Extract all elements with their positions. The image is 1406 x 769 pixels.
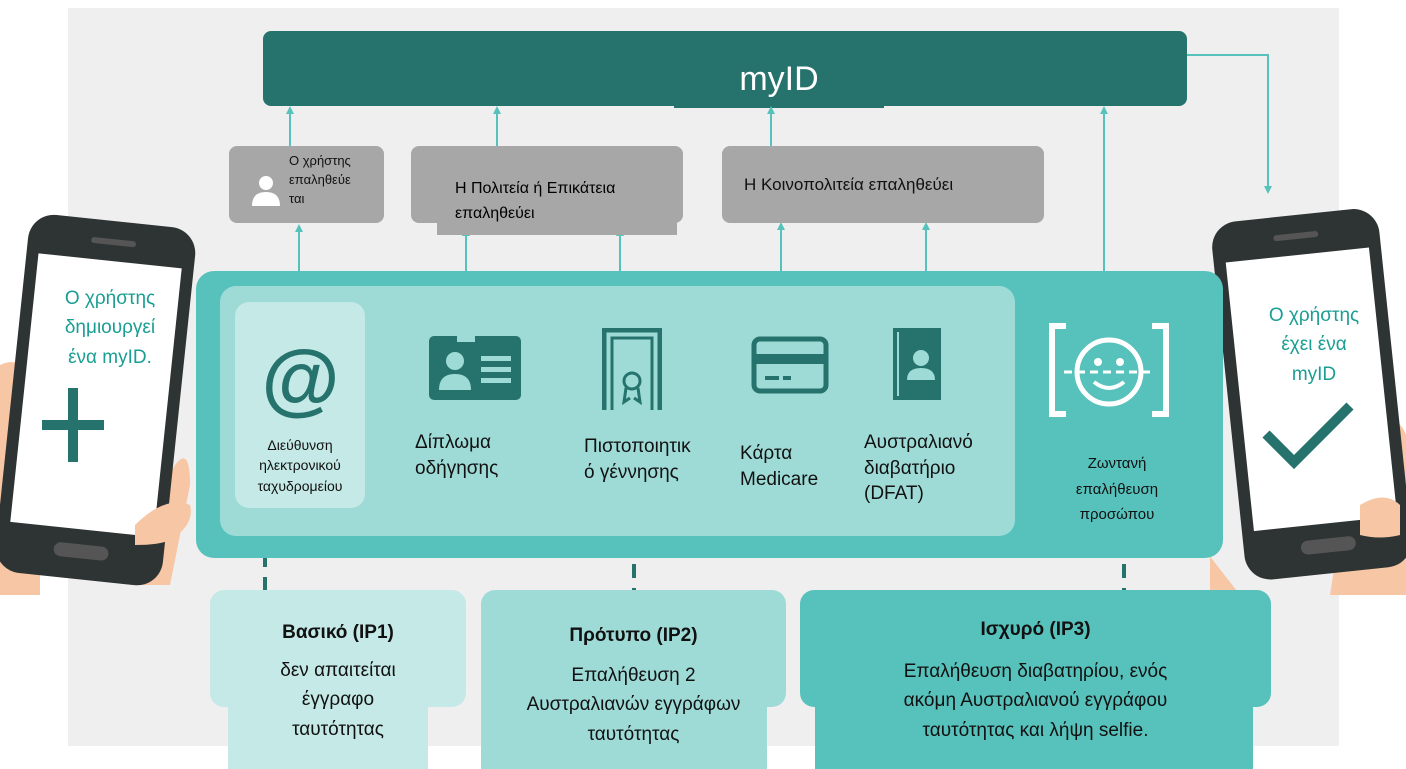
document-label-medicare: Κάρτα Medicare (740, 441, 818, 492)
level-line: ταυτότητας (587, 723, 680, 745)
level-ip3: Ισχυρό (IP3) Επαλήθευση διαβατηρίου, ενό… (800, 619, 1271, 745)
document-label-line: επαλήθευση (1075, 480, 1159, 498)
verifier-user: Ο χρήστης επαληθεύε ται (229, 146, 384, 223)
plus-icon (42, 388, 104, 462)
medicare-card-icon (751, 336, 829, 394)
verifier-state-line: επαληθεύει (455, 204, 535, 222)
verifier-user-line: Ο χρήστης (289, 153, 351, 168)
email-card (235, 302, 365, 508)
level-line: ακόμη Αυστραλιανού εγγράφου (903, 690, 1168, 712)
level-ip1-bottom (228, 690, 428, 769)
level-line: έγγραφο (301, 689, 375, 711)
user-icon (252, 176, 280, 206)
level-ip1-top (210, 590, 466, 707)
certificate-icon (602, 328, 662, 410)
right-phone (1210, 209, 1406, 595)
document-label-line: ό γέννησης (584, 461, 679, 483)
document-label-face: Ζωντανή επαλήθευση προσώπου (1062, 451, 1172, 528)
id-card-icon (429, 336, 521, 400)
level-title: Ισχυρό (IP3) (980, 619, 1091, 640)
document-label-email: Διεύθυνση ηλεκτρονικού ταχυδρομείου (236, 435, 364, 496)
verifier-state-text: Η Πολιτεία ή Επικάτεια επαληθεύει (437, 175, 677, 235)
document-label-line: Δίπλωμα (415, 432, 491, 453)
level-title: Πρότυπο (IP2) (569, 625, 698, 646)
document-label-line: Κάρτα (740, 443, 793, 464)
level-title: Βασικό (IP1) (282, 622, 394, 643)
level-description: Επαλήθευση διαβατηρίου, ενός ακόμη Αυστρ… (800, 657, 1271, 745)
level-ip1: Βασικό (IP1) δεν απαιτείται έγγραφο ταυτ… (210, 622, 466, 744)
level-ip2: Πρότυπο (IP2) Επαλήθευση 2 Αυστραλιανών … (481, 625, 786, 749)
document-label-line: ταχυδρομείου (257, 477, 343, 494)
level-line: ταυτότητας και λήψη selfie. (922, 719, 1149, 741)
document-label-line: Medicare (740, 468, 819, 490)
checkmark-icon (1262, 402, 1354, 470)
document-label-line: διαβατήριο (864, 457, 956, 479)
verifier-commonwealth-label: Η Κοινοπολιτεία επαληθεύει (744, 174, 954, 194)
passport-icon (893, 328, 941, 400)
document-label-line: Ζωντανή (1087, 455, 1147, 472)
left-phone-line: ένα myID. (68, 346, 152, 368)
verifier-state-line: Η Πολιτεία ή Επικάτεια (455, 180, 616, 197)
level-line: δεν απαιτείται (280, 660, 396, 681)
verifier-user-line: επαληθεύε (289, 171, 351, 187)
document-label-line: Αυστραλιανό (864, 432, 973, 453)
left-phone-line: δημιουργεί (64, 317, 156, 339)
level-line: Επαλήθευση 2 (571, 665, 696, 686)
left-phone-text: Ο χρήστης δημιουργεί ένα myID. (50, 284, 170, 372)
document-label-line: ηλεκτρονικού (259, 457, 341, 474)
right-phone-line: myID (1291, 363, 1337, 385)
level-description: Επαλήθευση 2 Αυστραλιανών εγγράφων ταυτό… (481, 661, 786, 749)
right-phone-text: Ο χρήστης έχει ένα myID (1254, 301, 1374, 389)
document-label-passport: Αυστραλιανό διαβατήριο (DFAT) (864, 430, 973, 507)
face-scan-icon (1049, 323, 1169, 417)
document-label-license: Δίπλωμα οδήγησης (415, 430, 498, 481)
document-label-birth-certificate: Πιστοποιητικ ό γέννησης (584, 434, 691, 485)
level-ip3-bottom (815, 690, 1253, 769)
verifier-user-line: ται (289, 190, 305, 206)
document-label-line: οδήγησης (415, 457, 499, 479)
document-label-line: Διεύθυνση (267, 437, 333, 453)
myid-title: myID (674, 50, 884, 108)
left-phone-line: Ο χρήστης (64, 288, 156, 309)
right-phone-line: Ο χρήστης (1268, 305, 1360, 326)
right-phone-line: έχει ένα (1281, 334, 1347, 356)
left-phone (0, 214, 196, 595)
level-ip2-top (481, 590, 786, 707)
level-description: δεν απαιτείται έγγραφο ταυτότητας (210, 656, 466, 744)
level-line: Επαλήθευση διαβατηρίου, ενός (903, 661, 1168, 682)
document-label-line: προσώπου (1079, 506, 1155, 523)
level-line: Αυστραλιανών εγγράφων (526, 694, 741, 716)
verifier-commonwealth: Η Κοινοπολιτεία επαληθεύει (722, 146, 1044, 223)
at-sign-icon: @ (261, 334, 340, 423)
document-label-line: (DFAT) (864, 483, 924, 505)
level-ip3-top (800, 590, 1271, 707)
level-line: ταυτότητας (292, 718, 384, 740)
level-ip2-bottom (481, 690, 767, 769)
document-label-line: Πιστοποιητικ (584, 436, 691, 457)
